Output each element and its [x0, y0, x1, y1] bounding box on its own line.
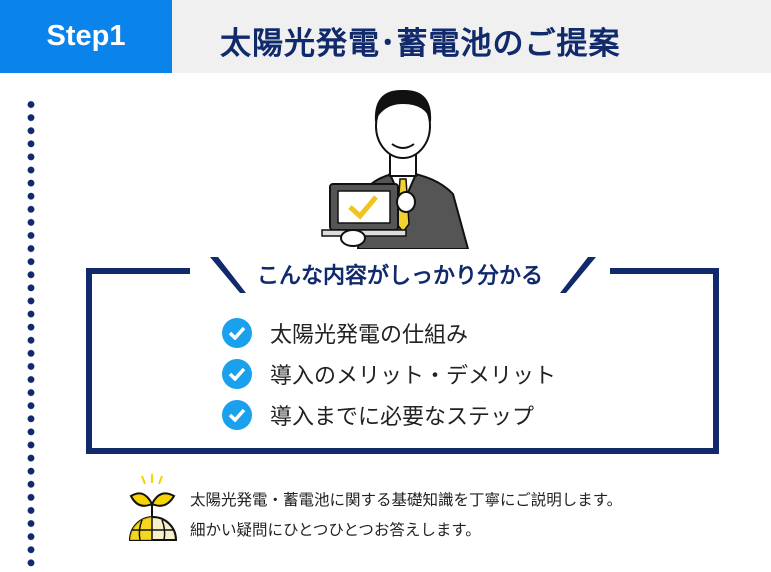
footer-line: 太陽光発電・蓄電池に関する基礎知識を丁寧にご説明します。	[190, 491, 623, 509]
box-subtitle: こんな内容がしっかり分かる	[256, 264, 543, 289]
right-accent-slash	[560, 257, 596, 293]
list-item-label: 太陽光発電の仕組み	[270, 322, 469, 348]
check-circle-icon	[222, 399, 252, 430]
check-circle-icon	[222, 358, 252, 389]
left-accent-slash	[210, 257, 246, 293]
list-item-label: 導入までに必要なステップ	[270, 404, 535, 430]
list-item: 太陽光発電の仕組み	[222, 312, 556, 353]
check-circle-icon	[222, 317, 252, 348]
list-item: 導入のメリット・デメリット	[222, 353, 556, 394]
footer-description: 太陽光発電・蓄電池に関する基礎知識を丁寧にご説明します。 細かい疑問にひとつひと…	[190, 485, 622, 545]
title-bar: 太陽光発電･蓄電池のご提案	[172, 0, 771, 73]
footer-line: 細かい疑問にひとつひとつお答えします。	[190, 521, 481, 539]
sprout-globe-icon	[128, 474, 178, 541]
step-badge: Step1	[0, 0, 172, 73]
feature-list: 太陽光発電の仕組み 導入のメリット・デメリット 導入までに必要なステップ	[222, 312, 556, 435]
businessman-laptop-illustration	[321, 89, 470, 249]
dotted-divider	[27, 98, 35, 572]
page-title: 太陽光発電･蓄電池のご提案	[220, 26, 621, 62]
list-item-label: 導入のメリット・デメリット	[270, 363, 557, 389]
list-item: 導入までに必要なステップ	[222, 394, 556, 435]
